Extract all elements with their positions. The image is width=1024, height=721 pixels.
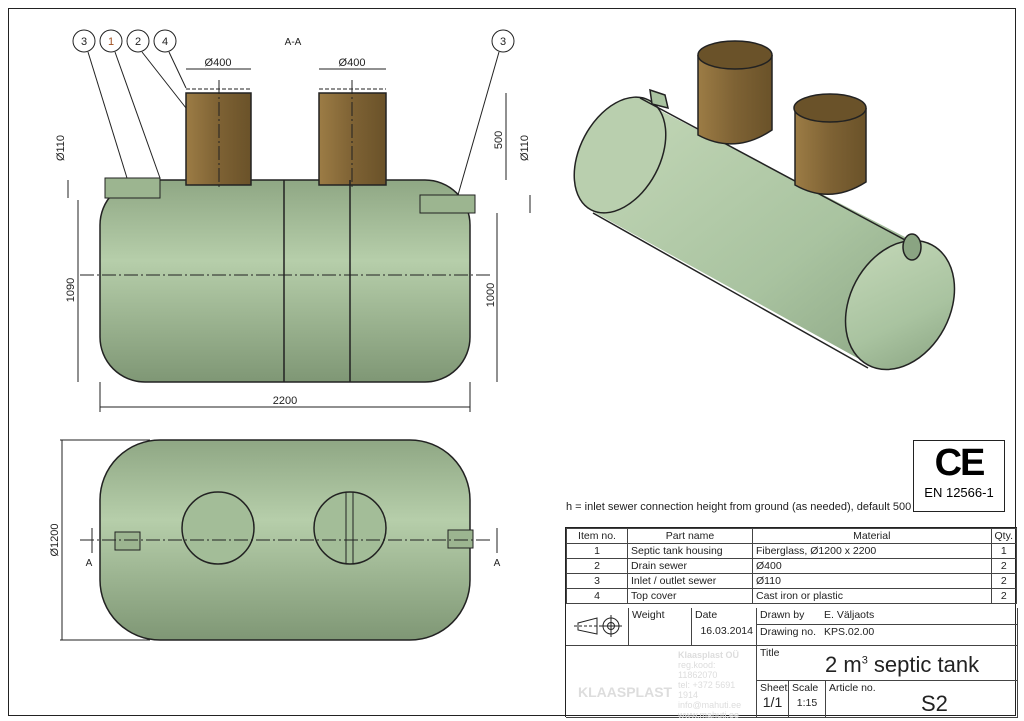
dim-outlet-height: 1000 — [485, 283, 497, 307]
section-label: A-A — [285, 37, 302, 48]
weight-label: Weight — [632, 609, 665, 621]
date-label: Date — [695, 609, 718, 621]
projection-symbol-icon — [574, 615, 622, 637]
article-label: Article no. — [829, 682, 876, 694]
company-email: info@mahuti.ee — [678, 700, 742, 710]
balloon-4: 4 — [162, 36, 168, 48]
title-cell: Title 2 m3 septic tank — [757, 646, 1018, 681]
company-web: www.mahuti.ee — [678, 710, 740, 720]
dim-tower-dia: Ø400 — [205, 57, 232, 69]
section-view — [67, 29, 531, 412]
cell: Cast iron or plastic — [752, 588, 992, 604]
drawing-title: 2 m3 septic tank — [825, 652, 979, 678]
cell: Fiberglass, Ø1200 x 2200 — [752, 543, 992, 559]
article-cell: Article no. S2 — [826, 681, 1018, 718]
outlet-pipe — [419, 194, 476, 214]
cell: 1 — [566, 543, 628, 559]
ce-standard: EN 12566-1 — [924, 485, 994, 500]
dim-tower-height: 500 — [493, 131, 505, 149]
cell: 4 — [566, 588, 628, 604]
top-view — [60, 439, 498, 641]
cell: Top cover — [627, 588, 753, 604]
drawn-by-value: E. Väljaots — [824, 609, 875, 621]
dim-tower-dia-2: Ø400 — [339, 57, 366, 69]
note-text: h = inlet sewer connection height from g… — [566, 501, 912, 513]
article-value: S2 — [921, 691, 948, 716]
cell: Drain sewer — [627, 558, 753, 574]
balloon-2: 2 — [135, 36, 141, 48]
projection-cell — [566, 608, 629, 646]
inlet-pipe — [104, 177, 161, 199]
cell: 3 — [566, 573, 628, 589]
header-item: Item no. — [566, 528, 628, 544]
drawing-no-value: KPS.02.00 — [824, 626, 875, 638]
cell: 1 — [990, 543, 1018, 559]
title-part: 2 m — [825, 652, 862, 677]
dim-length: 2200 — [273, 395, 297, 407]
title-rest: septic tank — [867, 652, 980, 677]
dim-overall-height: 1090 — [65, 278, 77, 302]
title-label: Title — [760, 647, 780, 659]
drawing-no-cell: Drawing no. KPS.02.00 — [757, 625, 1018, 646]
company-reg: reg.kood: 11862070 — [678, 660, 718, 680]
company-logo-cell: KLAASPLAST Klaasplast OÜ reg.kood: 11862… — [566, 646, 757, 720]
bom-header: Item no. Part name Material Qty. — [566, 528, 1018, 544]
cell: Septic tank housing — [627, 543, 753, 559]
date-value: 16.03.2014 — [700, 625, 753, 637]
section-mark-left: A — [86, 558, 93, 569]
header-qty: Qty. — [990, 528, 1018, 544]
isometric-view — [573, 40, 956, 371]
balloon-1: 1 — [108, 36, 114, 48]
scale-value: 1:15 — [796, 697, 818, 709]
dim-pipe-dia-left: Ø110 — [55, 135, 67, 161]
ce-certification: CE EN 12566-1 — [913, 440, 1005, 512]
cell: 2 — [990, 588, 1018, 604]
weight-cell: Weight — [629, 608, 692, 646]
title-superscript: 3 — [861, 654, 868, 667]
drawing-no-label: Drawing no. — [760, 626, 817, 638]
header-part: Part name — [627, 528, 753, 544]
balloon-3-right: 3 — [500, 36, 506, 48]
date-cell: Date 16.03.2014 — [692, 608, 757, 646]
cell: Inlet / outlet sewer — [627, 573, 753, 589]
section-mark-right: A — [494, 558, 501, 569]
company-name: Klaasplast OÜ — [678, 650, 740, 660]
header-material: Material — [752, 528, 992, 544]
scale-cell: Scale 1:15 — [789, 681, 826, 718]
scale-label: Scale — [792, 682, 819, 694]
sheet-border — [8, 8, 1016, 716]
dim-pipe-dia-right: Ø110 — [519, 135, 531, 161]
balloon-3: 3 — [81, 36, 87, 48]
sheet-label: Sheet — [760, 682, 788, 694]
tank-body-section — [99, 179, 471, 383]
cell: Ø110 — [752, 573, 992, 589]
company-logo: KLAASPLAST — [578, 684, 673, 700]
drawn-by-cell: Drawn by E. Väljaots — [757, 608, 1018, 625]
sheet-value: 1/1 — [762, 694, 783, 710]
cell: 2 — [990, 558, 1018, 574]
manhole-right — [313, 491, 387, 565]
manhole-left — [181, 491, 255, 565]
cell: 2 — [990, 573, 1018, 589]
cell: Ø400 — [752, 558, 992, 574]
drawn-by-label: Drawn by — [760, 609, 805, 621]
cell: 2 — [566, 558, 628, 574]
ce-mark: CE — [934, 442, 986, 484]
dim-diameter: Ø1200 — [49, 523, 61, 556]
company-tel: tel: +372 5691 1914 — [678, 680, 736, 700]
